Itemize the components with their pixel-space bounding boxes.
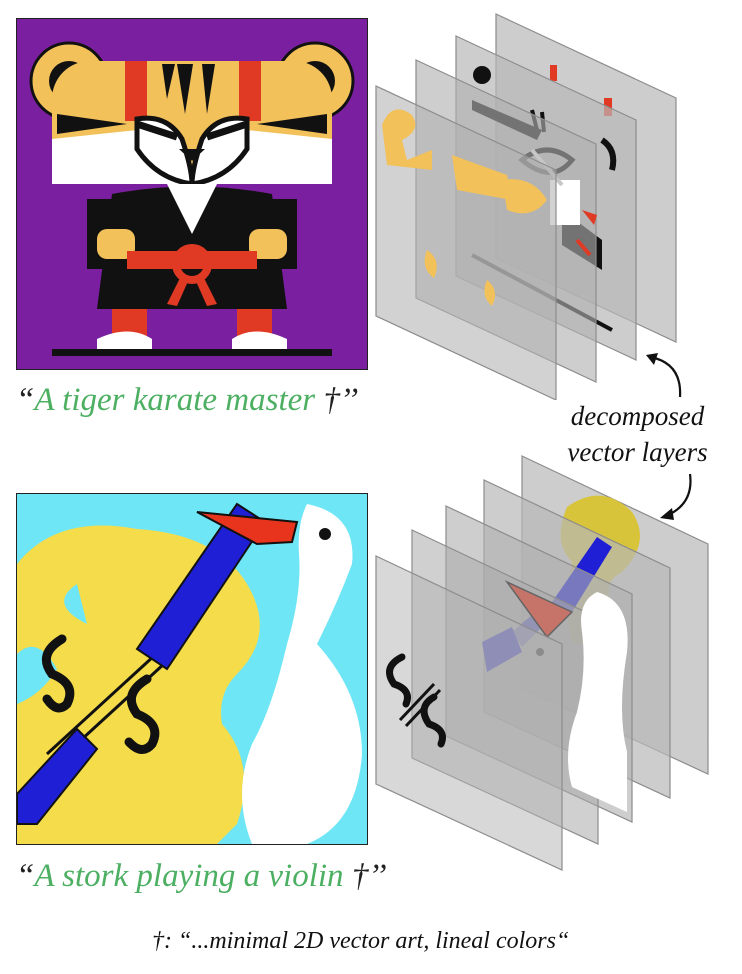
tiger-karate-image	[16, 18, 368, 370]
caption-close-quote: ’’	[339, 382, 359, 418]
arrow-to-tiger-layers	[646, 353, 682, 398]
caption-close-quote: ’’	[368, 858, 387, 894]
stork-prompt-text: A stork playing a violin	[34, 858, 344, 894]
stork-vector-layer-stack	[372, 452, 712, 872]
stork-layer-front	[375, 555, 563, 871]
stork-prompt-caption: “A stork playing a violin †’’	[16, 858, 387, 895]
tiger-prompt-caption: “A tiger karate master †’’	[16, 382, 358, 419]
footnote-marker: †:	[152, 928, 172, 954]
caption-open-quote: “	[16, 858, 35, 894]
style-suffix-footnote: †: “...minimal 2D vector art, lineal col…	[152, 928, 569, 955]
tiger-prompt-text: A tiger karate master	[34, 382, 316, 418]
decomposed-layers-annotation: decomposed vector layers	[545, 398, 730, 470]
dagger-marker: †	[351, 858, 369, 894]
tiger-layer-front	[375, 85, 557, 401]
annotation-line-1: decomposed	[570, 401, 705, 431]
stork-violin-image	[16, 493, 368, 845]
arrow-to-stork-layers	[660, 473, 692, 520]
annotation-line-2: vector layers	[567, 437, 708, 467]
footnote-text: “...minimal 2D vector art, lineal colors…	[178, 928, 570, 954]
tiger-vector-layer-stack	[372, 10, 682, 401]
dagger-marker: †	[323, 382, 340, 418]
caption-open-quote: “	[16, 382, 35, 418]
